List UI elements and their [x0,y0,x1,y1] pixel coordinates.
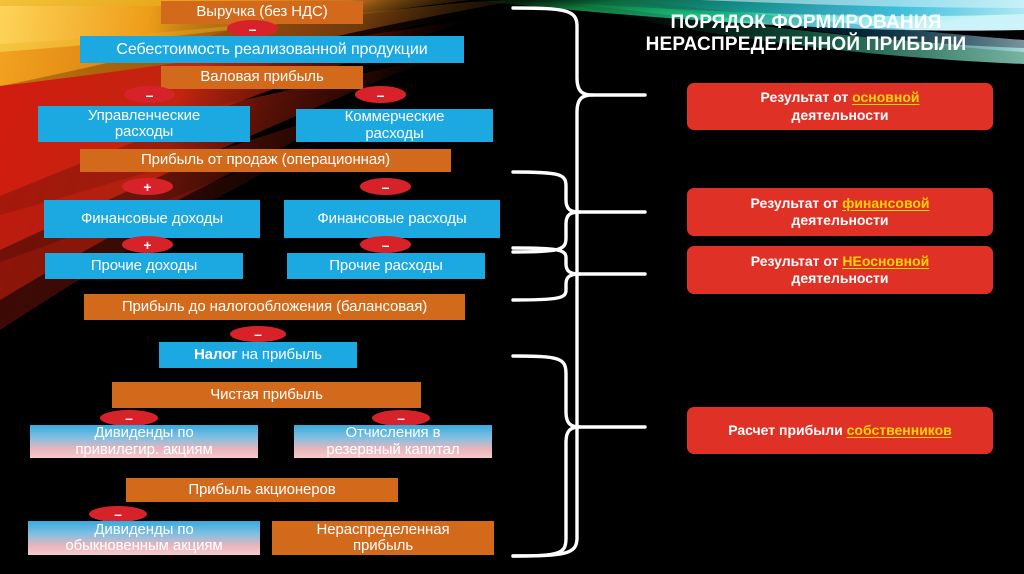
flow-box-operating-profit: Прибыль от продаж (операционная) [80,149,451,172]
operator-symbol: + [143,236,152,253]
flow-box-common-dividends-label: Дивиденды по обыкновенным акциям [65,520,223,554]
operator-operating-plus-fin-income: + [122,178,173,195]
operator-minus-other-expenses: – [360,236,411,253]
flow-box-financial-income: Финансовые доходы [44,200,260,238]
flow-box-net-profit: Чистая прибыль [112,382,421,408]
result-card-financial-prefix: Результат от [750,194,843,211]
operator-symbol: – [381,178,390,195]
flow-box-operating-profit-label: Прибыль от продаж (операционная) [140,151,391,169]
operator-symbol: – [254,326,262,342]
result-card-noncore-suffix: деятельности [791,270,889,286]
result-card-financial-suffix: деятельности [791,212,889,228]
brace-financial [511,170,582,254]
operator-symbol: – [376,86,385,103]
result-card-core-activity: Результат от основной деятельности [687,83,993,130]
flow-box-selling-expenses: Коммерческие расходы [296,109,493,142]
result-card-non-core-activity: Результат от НЕосновной деятельности [687,246,993,294]
result-card-core-prefix: Результат от [760,89,853,105]
brace-noncore [511,246,582,302]
flow-box-selling-expenses-label: Коммерческие расходы [344,108,445,142]
brace-outer [511,6,594,558]
flow-box-other-expenses: Прочие расходы [287,253,485,279]
operator-net-minus-reserve-capital: – [372,410,430,426]
flow-box-common-dividends: Дивиденды по обыкновенным акциям [28,521,260,555]
flow-box-income-tax-label: Налог на прибыль [193,345,323,363]
flow-box-financial-expenses: Финансовые расходы [284,200,500,238]
flow-box-net-profit-label: Чистая прибыль [210,385,323,403]
result-card-noncore-prefix: Результат от [750,252,843,269]
operator-revenue-minus-cogs: – [227,20,278,37]
operator-symbol: + [143,178,152,195]
operator-gross-minus-selling: – [355,86,406,103]
flow-box-financial-income-label: Финансовые доходы [80,209,224,227]
operator-symbol: – [125,410,133,426]
flow-box-gross-profit: Валовая прибыль [161,66,363,89]
result-card-owners-profit: Расчет прибыли собственников [687,407,993,454]
operator-symbol: – [248,20,257,37]
page-title: ПОРЯДОК ФОРМИРОВАНИЯ НЕРАСПРЕДЕЛЕННОЙ ПР… [645,12,967,55]
flow-box-other-expenses-label: Прочие расходы [329,256,443,274]
operator-symbol: – [381,236,390,253]
flow-box-gross-profit-label: Валовая прибыль [200,68,324,86]
flow-box-reserve-capital-label: Отчисления в резервный капитал [326,424,460,458]
flow-box-retained-earnings: Нераспределенная прибыль [272,521,494,555]
operator-symbol: – [145,86,154,103]
operator-gross-minus-admin: – [124,86,175,103]
flow-box-preferred-dividends: Дивиденды по привилегир. акциям [30,425,258,458]
flow-box-profit-before-tax-label: Прибыль до налогообложения (балансовая) [121,297,428,315]
flow-box-other-income-label: Прочие доходы [90,256,198,274]
flow-box-retained-earnings-label: Нераспределенная прибыль [316,520,450,554]
operator-minus-income-tax: – [230,326,286,342]
result-card-financial-highlight: финансовой [842,194,930,211]
operator-minus-common-dividends: – [89,506,147,522]
flow-box-income-tax-label-bold: Налог [193,345,238,363]
operator-plus-other-income: + [122,236,173,253]
result-card-core-highlight: основной [852,89,920,105]
result-card-noncore-highlight: НЕосновной [842,252,930,269]
flow-box-shareholder-profit: Прибыль акционеров [126,478,398,502]
flow-box-reserve-capital: Отчисления в резервный капитал [294,425,492,458]
flow-box-admin-expenses: Управленческие расходы [38,106,250,142]
result-card-financial-activity: Результат от финансовой деятельности [687,188,993,236]
flow-box-cogs-label: Себестоимость реализованной продукции [116,40,428,58]
flow-box-income-tax-label-rest: на прибыль [237,345,323,363]
brace-owners [511,354,582,558]
result-card-core-suffix: деятельности [791,106,889,123]
flow-box-profit-before-tax: Прибыль до налогообложения (балансовая) [84,294,465,320]
operator-symbol: – [114,506,122,522]
flow-box-admin-expenses-label: Управленческие расходы [87,106,201,140]
operator-operating-minus-fin-expenses: – [360,178,411,195]
operator-net-minus-preferred-dividends: – [100,410,158,426]
flow-box-cogs: Себестоимость реализованной продукции [80,36,464,63]
flow-box-income-tax: Налог на прибыль [159,342,357,368]
flow-box-financial-expenses-label: Финансовые расходы [317,209,467,227]
operator-symbol: – [397,410,405,426]
flow-box-preferred-dividends-label: Дивиденды по привилегир. акциям [75,424,213,458]
flow-box-other-income: Прочие доходы [45,253,243,279]
flow-box-revenue: Выручка (без НДС) [161,1,363,24]
result-card-owners-highlight: собственников [846,421,952,438]
flow-box-shareholder-profit-label: Прибыль акционеров [188,480,336,498]
result-card-owners-prefix: Расчет прибыли [728,421,847,438]
flow-box-revenue-label: Выручка (без НДС) [196,3,328,21]
